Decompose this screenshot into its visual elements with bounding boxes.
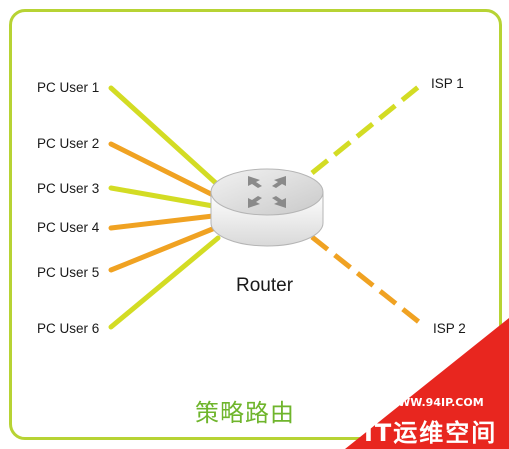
pc-user-2-label: PC User 2: [37, 136, 100, 151]
pc-user-1-label: PC User 1: [37, 80, 100, 95]
link-pc-user-1: [108, 85, 221, 188]
pc-user-6-label: PC User 6: [37, 321, 100, 336]
link-pc-user-4: [108, 213, 216, 231]
link-pc-user-6: [108, 235, 221, 330]
watermark-name: IT运维空间: [364, 419, 498, 447]
watermark-badge: [345, 318, 509, 449]
pc-user-4-label: PC User 4: [37, 220, 100, 235]
isp-2-label: ISP 2: [433, 321, 466, 336]
link-isp-1: [310, 82, 424, 175]
router-icon: [210, 168, 324, 247]
watermark-url: WWW.94IP.COM: [386, 396, 484, 409]
link-isp-2: [310, 235, 426, 328]
router-label: Router: [236, 275, 294, 296]
isp-1-label: ISP 1: [431, 76, 464, 91]
pc-user-5-label: PC User 5: [37, 265, 100, 280]
link-pc-user-2: [108, 141, 218, 199]
diagram-caption: 策略路由: [195, 399, 295, 427]
pc-user-3-label: PC User 3: [37, 181, 100, 196]
link-pc-user-5: [108, 225, 218, 273]
link-pc-user-3: [108, 185, 216, 209]
